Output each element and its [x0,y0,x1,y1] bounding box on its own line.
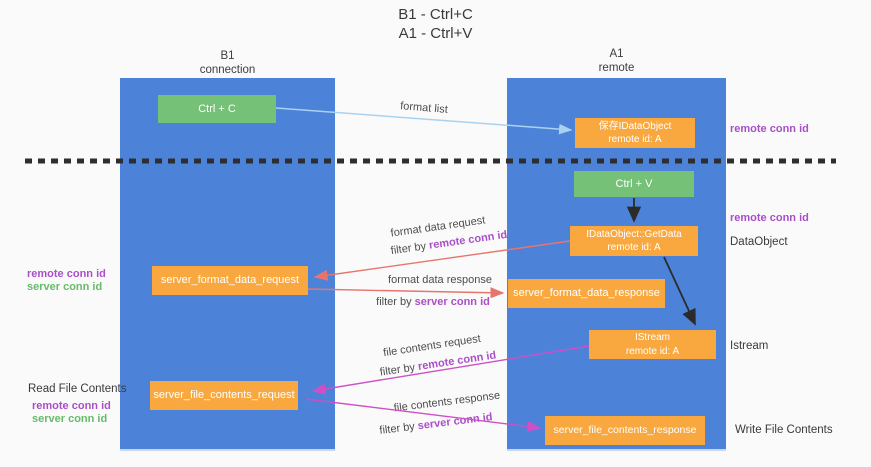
node-server-format-data-request-label: server_format_data_request [160,274,300,287]
filter-by-server-conn-id-label-2: filter by server conn id [379,411,493,437]
format-list-label: format list [399,100,449,116]
write-file-contents-label: Write File Contents [735,424,833,436]
file-contents-response-label: file contents response [393,389,501,415]
lane-a1-name: A1 [609,48,624,60]
node-istream-line1: IStream [634,332,670,343]
format-data-response-arrow [307,287,505,299]
remote-conn-id-label-bottom-left: remote conn id [32,400,111,412]
read-file-contents-label: Read File Contents [28,383,127,395]
node-server-file-contents-request-label: server_file_contents_request [153,389,295,402]
filter-by-text-3: filter by [379,361,416,379]
node-save-dataobject: 保存IDataObject remote id: A [575,118,695,148]
node-idataobject-getdata: IDataObject::GetData remote id: A [570,226,698,256]
lane-a1-role: remote [598,62,635,75]
node-ctrl-v-label: Ctrl + V [615,177,653,190]
server-conn-id-label-bottom-left: server conn id [32,413,108,425]
lane-header-a1: A1 remote [507,47,726,76]
format-data-response-label: format data response [388,274,492,286]
node-save-dataobject-line2: remote id: A [608,134,662,145]
title-line-1: B1 - Ctrl+C [398,6,473,23]
filter-by-text-1: filter by [390,240,427,258]
node-istream-line2: remote id: A [625,345,680,357]
conn-id-stack-mid-left: remote conn id server conn id [27,268,106,294]
conn-id-stack-bottom-left: remote conn id server conn id [32,400,111,426]
server-conn-id-text-1: server conn id [414,296,490,308]
remote-conn-id-label-mid-right: remote conn id [730,212,809,224]
lane-header-b1: B1 connection [120,49,335,78]
node-ctrl-c-label: Ctrl + C [198,102,236,115]
lane-b1-name: B1 [220,50,235,62]
node-server-format-data-response-label: server_format_data_response [513,287,660,300]
remote-conn-id-label-mid-left: remote conn id [27,268,106,280]
remote-conn-id-text-2: remote conn id [417,349,497,373]
node-idataobject-getdata-line1: IDataObject::GetData [586,228,682,240]
node-server-format-data-request: server_format_data_request [152,266,308,295]
diagram-title: B1 - Ctrl+C A1 - Ctrl+V [0,6,871,44]
node-istream: IStream remote id: A [589,330,716,359]
node-server-file-contents-response: server_file_contents_response [545,416,705,445]
server-conn-id-text-2: server conn id [417,411,494,433]
remote-conn-id-label-top-right: remote conn id [730,123,809,135]
server-conn-id-label-mid-left: server conn id [27,281,103,293]
node-save-dataobject-line1: 保存IDataObject [598,120,672,132]
lane-b1-role: connection [199,64,256,77]
node-idataobject-getdata-line2: remote id: A [607,242,661,253]
node-ctrl-c: Ctrl + C [158,95,276,123]
node-server-format-data-response: server_format_data_response [508,279,665,308]
title-line-2: A1 - Ctrl+V [398,24,473,42]
filter-by-text-4: filter by [378,420,416,437]
filter-by-text-2: filter by [376,296,412,308]
node-server-file-contents-response-label: server_file_contents_response [553,423,697,436]
dataobject-label: DataObject [730,236,788,248]
filter-by-server-conn-id-label-1: filter by server conn id [376,296,490,308]
node-ctrl-v: Ctrl + V [574,171,694,197]
node-server-file-contents-request: server_file_contents_request [150,381,298,410]
istream-side-label: Istream [730,340,769,352]
